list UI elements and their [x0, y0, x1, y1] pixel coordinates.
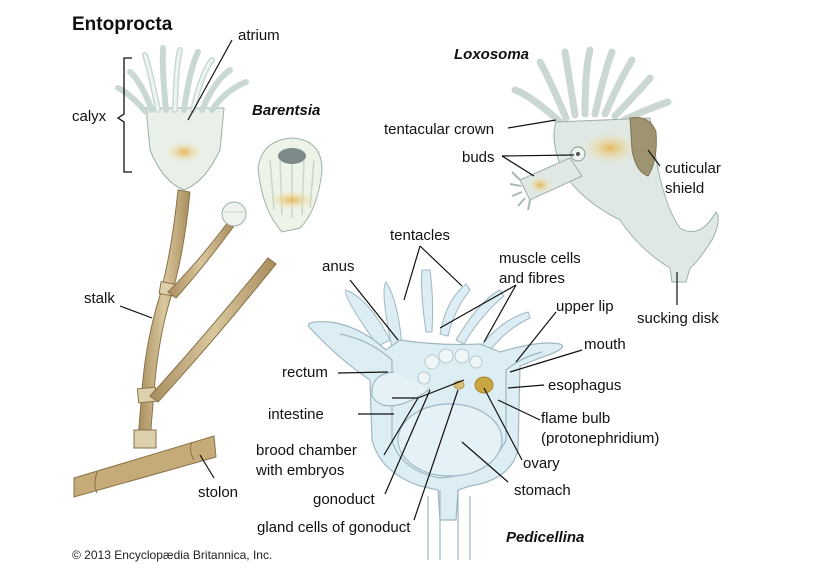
- label-cuticular-shield-line1: cuticular: [665, 160, 721, 177]
- label-stalk: stalk: [84, 290, 115, 307]
- label-mouth: mouth: [584, 336, 626, 353]
- label-ovary: ovary: [523, 455, 560, 472]
- label-brood-chamber-line2: with embryos: [256, 462, 345, 479]
- label-sucking-disk: sucking disk: [637, 310, 719, 327]
- label-esophagus: esophagus: [548, 377, 622, 394]
- label-atrium: atrium: [238, 27, 280, 44]
- leader-lines: [119, 39, 678, 521]
- label-muscle-cells-line2: and fibres: [499, 270, 565, 287]
- species-label-pedicellina: Pedicellina: [506, 529, 585, 546]
- label-tentacular-crown: tentacular crown: [384, 121, 495, 138]
- loxosoma-animal: [509, 46, 719, 283]
- cuticular-shield-shape: [629, 117, 657, 177]
- label-flame-bulb-line2: (protonephridium): [541, 430, 660, 447]
- label-upper-lip: upper lip: [556, 298, 614, 315]
- label-stolon: stolon: [198, 484, 239, 501]
- label-rectum: rectum: [282, 364, 328, 381]
- copyright-credit: © 2013 Encyclopædia Britannica, Inc.: [72, 548, 273, 562]
- pedicellina-section: [308, 269, 564, 560]
- label-muscle-cells-line1: muscle cells: [499, 250, 581, 267]
- stomach-shape: [397, 403, 503, 477]
- barentsia-colony: [73, 45, 323, 498]
- small-bud: [221, 201, 247, 227]
- label-cuticular-shield-line2: shield: [665, 180, 705, 197]
- stolon-shape: [73, 435, 217, 498]
- label-tentacles: tentacles: [390, 227, 451, 244]
- label-brood-chamber-line1: brood chamber: [256, 442, 357, 459]
- label-flame-bulb-line1: flame bulb: [541, 410, 611, 427]
- label-intestine: intestine: [268, 406, 324, 423]
- label-gonoduct: gonoduct: [313, 491, 375, 508]
- label-stomach: stomach: [514, 482, 571, 499]
- species-label-loxosoma: Loxosoma: [454, 46, 530, 63]
- label-buds: buds: [462, 149, 495, 166]
- label-calyx: calyx: [72, 108, 107, 125]
- label-anus: anus: [322, 258, 355, 275]
- species-label-barentsia: Barentsia: [252, 102, 321, 119]
- label-gland-cells-of-gonoduct: gland cells of gonoduct: [257, 519, 411, 536]
- diagram-title: Entoprocta: [72, 14, 173, 35]
